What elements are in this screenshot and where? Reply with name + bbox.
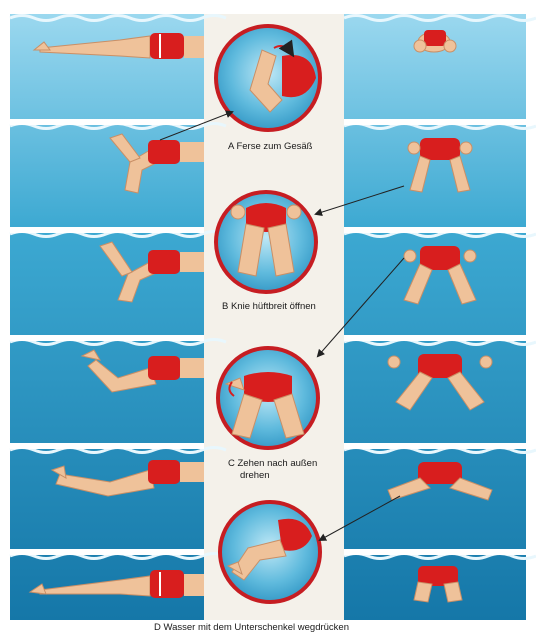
caption-d: D Wasser mit dem Unterschenkel wegdrücke… (154, 622, 349, 633)
detail-circle-d (220, 502, 320, 602)
caption-b: B Knie hüftbreit öffnen (222, 301, 316, 312)
caption-c-line2: drehen (240, 470, 270, 481)
detail-circle-b (216, 192, 316, 292)
caption-c-line1: C Zehen nach außen (228, 458, 317, 469)
caption-a: A Ferse zum Gesäß (228, 141, 313, 152)
detail-circle-a (216, 26, 320, 130)
detail-circle-c (218, 348, 318, 448)
